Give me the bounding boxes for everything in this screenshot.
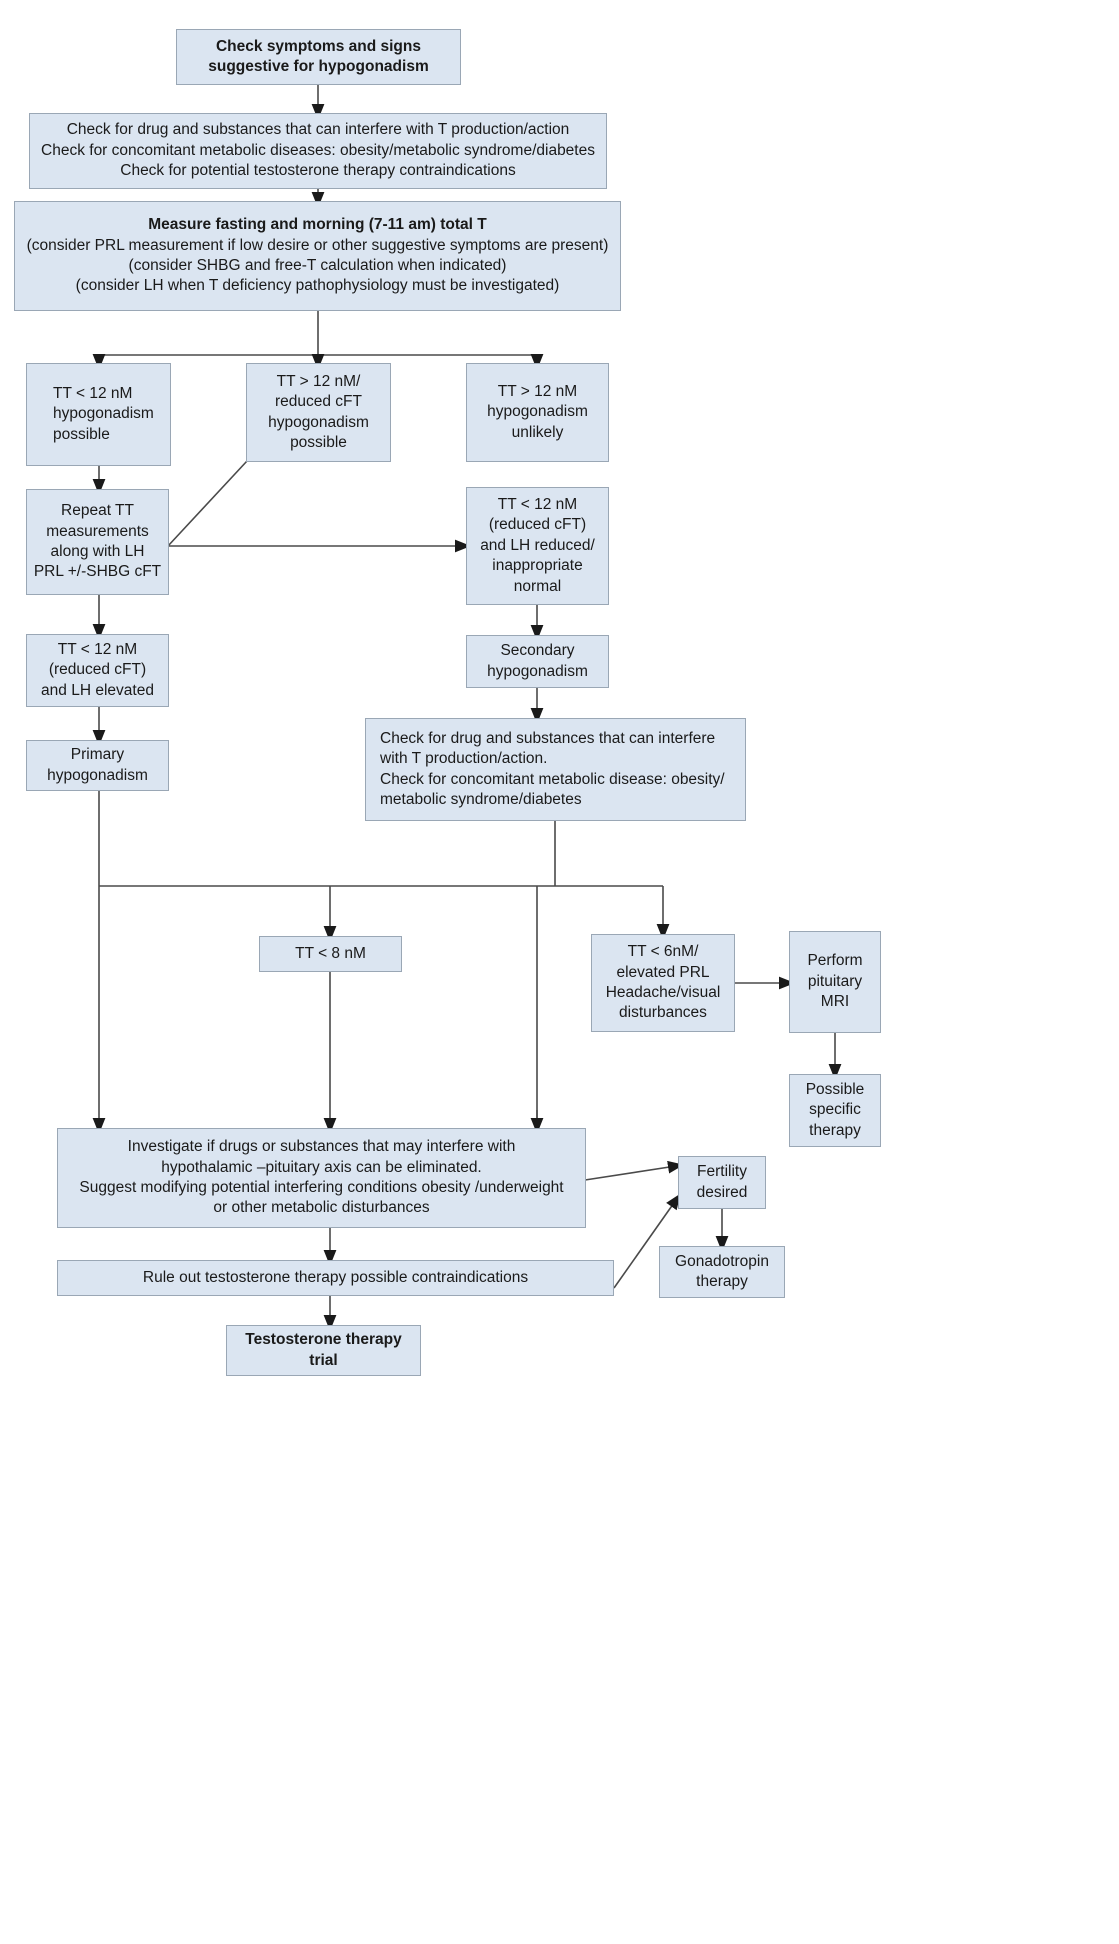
trial-line-1: Testosterone therapy: [245, 1331, 402, 1349]
node-check-drugs-secondary[interactable]: Check for drug and substances that can i…: [365, 718, 746, 821]
mri-line-2: pituitary: [807, 972, 863, 990]
repeat-line-3: along with LH: [50, 543, 145, 560]
tt-lt-6-line-3: Headache/visual: [605, 984, 721, 1001]
possible-therapy-line-2: specific: [809, 1101, 861, 1119]
check-drugs-top-line-3: Check for potential testosterone therapy…: [120, 162, 516, 180]
tt-gt-12-unlikely-line-3: unlikely: [511, 423, 564, 441]
mri-line-1: Perform: [807, 952, 863, 970]
tt-lt-12-line-2: hypogonadism: [53, 405, 154, 423]
secondary-line-1: Secondary: [500, 642, 575, 660]
tt-lt-6-line-2: elevated PRL: [616, 963, 710, 981]
tt-lt-8-label: TT < 8 nM: [295, 944, 366, 962]
possible-therapy-line-3: therapy: [809, 1121, 861, 1139]
check-drugs-top-line-2: Check for concomitant metabolic diseases…: [41, 141, 595, 159]
lh-reduced-line-5: normal: [513, 577, 562, 595]
tt-lt-6-line-1: TT < 6nM/: [627, 943, 699, 961]
link-ttgt12cft-diagonal: [167, 460, 248, 547]
check-symptoms-line-1: Check symptoms and signs: [215, 37, 421, 55]
node-tt-lt-12-lh-reduced[interactable]: TT < 12 nM (reduced cFT) and LH reduced/…: [466, 487, 609, 605]
tt-gt-12-unlikely-line-2: hypogonadism: [487, 403, 588, 421]
measure-line-2: (consider PRL measurement if low desire …: [26, 236, 609, 254]
primary-line-1: Primary: [70, 746, 125, 764]
fertility-line-2: desired: [696, 1183, 748, 1201]
lh-elevated-line-3: and LH elevated: [41, 681, 154, 699]
lh-reduced-line-1: TT < 12 nM: [497, 495, 578, 513]
node-gonadotropin-therapy[interactable]: Gonadotropin therapy: [659, 1246, 785, 1298]
primary-line-2: hypogonadism: [47, 766, 148, 784]
node-investigate-drugs[interactable]: Investigate if drugs or substances that …: [57, 1128, 586, 1228]
node-repeat-tt-measurements[interactable]: Repeat TT measurements along with LH PRL…: [26, 489, 169, 595]
investigate-line-1: Investigate if drugs or substances that …: [127, 1138, 516, 1156]
check-symptoms-line-2: suggestive for hypogonadism: [208, 58, 429, 75]
node-rule-out-contraindications[interactable]: Rule out testosterone therapy possible c…: [57, 1260, 614, 1296]
check-drugs-second-line-1: Check for drug and substances that can i…: [380, 729, 716, 747]
node-tt-gt-12-unlikely[interactable]: TT > 12 nM hypogonadism unlikely: [466, 363, 609, 462]
node-perform-pituitary-mri[interactable]: Perform pituitary MRI: [789, 931, 881, 1033]
investigate-line-4: or other metabolic disturbances: [213, 1199, 430, 1217]
tt-gt-12-cft-line-4: possible: [290, 433, 347, 451]
node-tt-lt-12-possible[interactable]: TT < 12 nM hypogonadism possible: [26, 363, 171, 466]
node-check-drugs-top[interactable]: Check for drug and substances that can i…: [29, 113, 607, 189]
rule-out-label: Rule out testosterone therapy possible c…: [142, 1268, 529, 1286]
tt-lt-12-line-1: TT < 12 nM: [53, 384, 133, 402]
node-tt-gt-12-reduced-cft[interactable]: TT > 12 nM/ reduced cFT hypogonadism pos…: [246, 363, 391, 462]
check-drugs-second-line-2: with T production/action.: [380, 750, 548, 768]
node-primary-hypogonadism[interactable]: Primary hypogonadism: [26, 740, 169, 791]
repeat-line-1: Repeat TT: [61, 502, 134, 520]
gonadotropin-line-1: Gonadotropin: [675, 1252, 769, 1270]
measure-line-4: (consider LH when T deficiency pathophys…: [75, 277, 560, 295]
node-possible-specific-therapy[interactable]: Possible specific therapy: [789, 1074, 881, 1147]
repeat-line-2: measurements: [46, 522, 149, 540]
possible-therapy-line-1: Possible: [805, 1080, 865, 1098]
node-tt-lt-12-lh-elevated[interactable]: TT < 12 nM (reduced cFT) and LH elevated: [26, 634, 169, 707]
gonadotropin-line-2: therapy: [696, 1273, 748, 1290]
tt-gt-12-cft-line-1: TT > 12 nM/: [276, 372, 361, 390]
lh-reduced-line-4: inappropriate: [492, 557, 583, 575]
check-drugs-second-line-3: Check for concomitant metabolic disease:…: [380, 770, 725, 788]
tt-gt-12-cft-line-3: hypogonadism: [268, 413, 369, 431]
node-secondary-hypogonadism[interactable]: Secondary hypogonadism: [466, 635, 609, 688]
mri-line-3: MRI: [820, 993, 850, 1011]
link-investigate-to-fertility: [584, 1160, 684, 1181]
node-tt-lt-8[interactable]: TT < 8 nM: [259, 936, 402, 972]
tt-gt-12-cft-line-2: reduced cFT: [274, 393, 362, 411]
lh-elevated-line-1: TT < 12 nM: [57, 640, 138, 658]
repeat-line-4: PRL +/-SHBG cFT: [33, 563, 162, 581]
tt-lt-6-line-4: disturbances: [619, 1004, 707, 1022]
investigate-line-2: hypothalamic –pituitary axis can be elim…: [161, 1158, 482, 1176]
trial-line-2: trial: [309, 1351, 338, 1369]
tt-gt-12-unlikely-line-1: TT > 12 nM: [497, 382, 578, 400]
node-testosterone-therapy-trial[interactable]: Testosterone therapy trial: [226, 1325, 421, 1376]
secondary-line-2: hypogonadism: [487, 662, 588, 680]
fertility-line-1: Fertility: [697, 1163, 747, 1181]
tt-lt-12-line-3: possible: [53, 425, 110, 443]
measure-line-3: (consider SHBG and free-T calculation wh…: [128, 257, 507, 274]
check-drugs-top-line-1: Check for drug and substances that can i…: [66, 121, 570, 139]
investigate-line-3: Suggest modifying potential interfering …: [79, 1179, 564, 1196]
node-tt-lt-6-prl-headache[interactable]: TT < 6nM/ elevated PRL Headache/visual d…: [591, 934, 735, 1032]
lh-elevated-line-2: (reduced cFT): [48, 661, 147, 679]
node-check-symptoms[interactable]: Check symptoms and signs suggestive for …: [176, 29, 461, 85]
lh-reduced-line-2: (reduced cFT): [488, 516, 587, 534]
node-measure-total-t[interactable]: Measure fasting and morning (7-11 am) to…: [14, 201, 621, 311]
check-drugs-second-line-4: metabolic syndrome/diabetes: [380, 790, 582, 808]
node-fertility-desired[interactable]: Fertility desired: [678, 1156, 766, 1209]
lh-reduced-line-3: and LH reduced/: [480, 536, 595, 554]
measure-line-1: Measure fasting and morning (7-11 am) to…: [148, 216, 487, 234]
